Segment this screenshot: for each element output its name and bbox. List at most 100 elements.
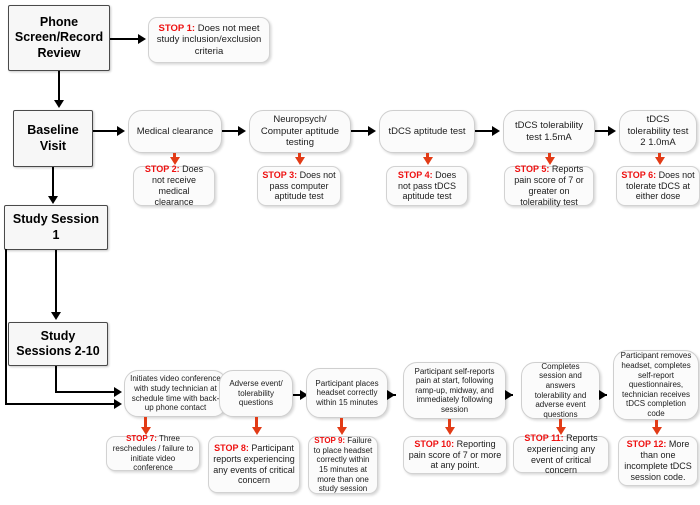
stop-text: Reports pain score of 7 or greater on to… <box>514 164 584 207</box>
stop-text: Does not pass tDCS aptitude test <box>397 169 457 202</box>
connector-pain-to-stop10 <box>448 419 451 428</box>
arrowhead-aptitude-to-stop4 <box>423 157 433 165</box>
connector-aptitude-to-stop4 <box>426 153 429 158</box>
stop-text: Reporting pain score of 7 or more at any… <box>408 438 502 471</box>
arrowhead-tolerability1-to-tolerability2 <box>608 126 616 136</box>
stop-text: Three reschedules / failure to initiate … <box>112 434 194 473</box>
connector-medical-to-stop2 <box>173 153 176 158</box>
step-label: Medical clearance <box>136 125 214 137</box>
stop-text: Does not pass computer aptitude test <box>269 169 336 202</box>
stop-label: STOP 1: <box>158 22 196 34</box>
arrowhead-neuropsych-to-stop3 <box>295 157 305 165</box>
stop-box-9: STOP 9: Failure to place headset correct… <box>308 436 378 494</box>
connector-initiates-to-stop7 <box>144 417 147 428</box>
connector-tolerability1-to-tolerability2 <box>595 130 609 132</box>
stop-box-11: STOP 11: Reports experiencing any event … <box>513 432 609 476</box>
arrowhead-baseline-to-medical <box>117 126 125 136</box>
stop-box-3: STOP 3: Does not pass computer aptitude … <box>257 166 341 206</box>
stage-baseline-visit: Baseline Visit <box>13 110 93 167</box>
connector-adverse-to-stop8 <box>255 417 258 428</box>
step-completes-session: Completes session and answers tolerabili… <box>521 362 600 419</box>
connector-aptitude-to-tolerability1 <box>475 130 493 132</box>
connector-neuropsych-to-stop3 <box>298 153 301 158</box>
arrowhead-phone-to-stop1 <box>138 34 146 44</box>
stop-label: STOP 11: <box>524 432 564 443</box>
stop-label: STOP 12: <box>626 439 667 450</box>
stop-label: STOP 5: <box>514 164 550 175</box>
connector-adverse-to-headset <box>293 394 301 396</box>
arrowhead-pain-to-completes <box>505 390 513 400</box>
stage-label: Phone Screen/Record Review <box>14 15 104 60</box>
connector-tolerability1-to-stop5 <box>548 153 551 158</box>
connector-tolerability2-to-stop6 <box>658 153 661 158</box>
step-medical-clearance: Medical clearance <box>128 110 222 153</box>
connector-medical-to-neuropsych <box>222 130 239 132</box>
step-neuropsych-testing: Neuropsych/ Computer aptitude testing <box>249 110 351 153</box>
arrowhead-baseline-to-session1 <box>48 196 58 204</box>
arrowhead-session1-to-sessions2to10 <box>51 312 61 320</box>
arrowhead-headset-to-pain <box>387 390 395 400</box>
stop-label: STOP 8: <box>214 442 249 453</box>
stage-label: Study Session 1 <box>12 212 100 242</box>
stop-box-6: STOP 6: Does not tolerate tDCS at either… <box>616 166 700 206</box>
arrowhead-tolerability1-to-stop5 <box>545 157 555 165</box>
stop-label: STOP 2: <box>144 164 180 175</box>
step-label: Initiates video conference with study te… <box>130 374 221 413</box>
stop-text: Reports experiencing any event of critic… <box>526 432 598 476</box>
stop-text: Failure to place headset correctly withi… <box>313 436 373 494</box>
arrowhead-completes-to-stop11 <box>556 427 566 435</box>
arrowhead-rail-session1-outer <box>114 399 122 409</box>
rail-session1-outer-vertical <box>5 249 7 404</box>
stop-text: Participant reports experiencing any eve… <box>213 442 295 486</box>
step-label: Participant self-reports pain at start, … <box>414 366 495 414</box>
stop-label: STOP 6: <box>621 169 657 180</box>
stop-text: Does not receive medical clearance <box>151 164 204 207</box>
stop-box-10: STOP 10: Reporting pain score of 7 or mo… <box>403 436 507 474</box>
step-label: Completes session and answers tolerabili… <box>534 361 587 419</box>
stop-box-12: STOP 12: More than one incomplete tDCS s… <box>618 436 698 486</box>
arrowhead-medical-to-neuropsych <box>238 126 246 136</box>
connector-baseline-to-medical <box>93 130 118 132</box>
step-label: tDCS aptitude test <box>388 125 466 137</box>
stage-study-sessions-2-10: Study Sessions 2-10 <box>8 322 108 366</box>
stop-box-2: STOP 2: Does not receive medical clearan… <box>133 164 215 207</box>
arrowhead-aptitude-to-tolerability1 <box>492 126 500 136</box>
stop-text: Does not tolerate tDCS at either dose <box>625 169 695 202</box>
step-label: tDCS tolerability test 1.5mA <box>514 120 584 143</box>
step-headset-placement: Participant places headset correctly wit… <box>306 368 388 418</box>
stage-label: Baseline Visit <box>27 123 79 153</box>
arrowhead-neuropsych-to-aptitude <box>368 126 376 136</box>
arrowhead-medical-to-stop2 <box>170 157 180 165</box>
connector-removes-to-stop12 <box>655 420 658 428</box>
rail-sessions2to10-horizontal <box>55 391 115 393</box>
stop-label: STOP 7: <box>126 434 157 444</box>
stop-box-8: STOP 8: Participant reports experiencing… <box>208 436 300 493</box>
step-adverse-event-questions: Adverse event/ tolerability questions <box>219 370 293 417</box>
step-label: Adverse event/ tolerability questions <box>229 379 283 408</box>
rail-session1-outer-horizontal <box>5 403 115 405</box>
stage-study-session-1: Study Session 1 <box>4 205 108 250</box>
arrowhead-phone-to-baseline <box>54 100 64 108</box>
arrowhead-removes-to-stop12 <box>652 427 662 435</box>
stop-text: More than one incomplete tDCS session co… <box>624 439 692 482</box>
step-tdcs-tolerability-1: tDCS tolerability test 1.5mA <box>503 110 595 153</box>
stop-label: STOP 4: <box>397 169 433 180</box>
connector-phone-to-stop1 <box>110 38 139 40</box>
stop-box-7: STOP 7: Three reschedules / failure to i… <box>106 434 200 473</box>
rail-sessions2to10-vertical <box>55 366 57 392</box>
arrowhead-pain-to-stop10 <box>445 427 455 435</box>
step-pain-self-report: Participant self-reports pain at start, … <box>403 362 506 419</box>
step-initiates-video-conference: Initiates video conference with study te… <box>124 370 227 417</box>
step-tdcs-aptitude-test: tDCS aptitude test <box>379 110 475 153</box>
stage-phone-screen: Phone Screen/Record Review <box>8 5 110 71</box>
stop-label: STOP 9: <box>314 436 346 446</box>
connector-session1-to-sessions2to10 <box>55 250 57 313</box>
step-removes-headset: Participant removes headset, completes s… <box>613 350 699 420</box>
stage-label: Study Sessions 2-10 <box>16 328 100 358</box>
arrowhead-rail-sessions2to10 <box>114 387 122 397</box>
stop-box-1: STOP 1: Does not meet study inclusion/ex… <box>148 17 270 63</box>
arrowhead-adverse-to-stop8 <box>252 427 262 435</box>
connector-headset-to-stop9 <box>340 418 343 428</box>
arrowhead-completes-to-removes <box>599 390 607 400</box>
